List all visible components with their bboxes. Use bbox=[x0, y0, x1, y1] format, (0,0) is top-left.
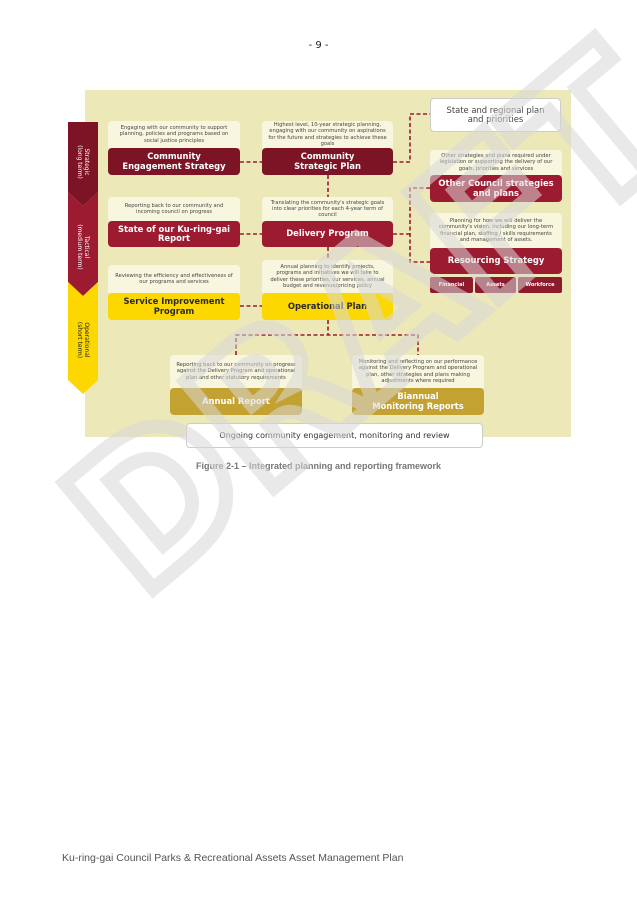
resourcing-description: Planning for how we will deliver the com… bbox=[430, 213, 562, 248]
resourcing-financial: Financial bbox=[430, 277, 473, 293]
page-footer: Ku-ring-gai Council Parks & Recreational… bbox=[62, 852, 404, 864]
resourcing-title: Resourcing Strategy bbox=[430, 248, 562, 274]
sip-title: Service Improvement Program bbox=[108, 293, 240, 320]
resourcing-assets: Assets bbox=[475, 277, 516, 293]
ces-title: Community Engagement Strategy bbox=[108, 148, 240, 175]
other-strategies-title: Other Council strategies and plans bbox=[430, 175, 562, 202]
delivery-title: Delivery Program bbox=[262, 221, 393, 247]
sokrg-title: State of our Ku-ring-gai Report bbox=[108, 221, 240, 247]
delivery-description: Translating the community's strategic go… bbox=[262, 197, 393, 221]
state-regional-plan: State and regional plan and priorities bbox=[430, 98, 561, 132]
op-title: Operational Plan bbox=[262, 293, 393, 320]
csp-title: Community Strategic Plan bbox=[262, 148, 393, 175]
band-strategic bbox=[68, 122, 98, 206]
page-number: - 9 - bbox=[308, 40, 329, 51]
ongoing-engagement-bar: Ongoing community engagement, monitoring… bbox=[186, 423, 483, 448]
ces-description: Engaging with our community to support p… bbox=[108, 121, 240, 148]
connector bbox=[235, 334, 419, 355]
op-description: Annual planning to identify projects, pr… bbox=[262, 260, 393, 293]
other-strategies-description: Other strategies and plans required unde… bbox=[430, 150, 562, 175]
annual-title: Annual Report bbox=[170, 388, 302, 415]
sokrg-description: Reporting back to our community and inco… bbox=[108, 197, 240, 221]
connector bbox=[393, 113, 430, 163]
biannual-description: Monitoring and reflecting on our perform… bbox=[352, 355, 484, 388]
band-tactical bbox=[68, 192, 98, 296]
connector bbox=[409, 187, 430, 263]
timeframe-bands bbox=[68, 122, 98, 394]
sip-description: Reviewing the efficiency and effectivene… bbox=[108, 265, 240, 293]
figure-caption: Figure 2-1 – Integrated planning and rep… bbox=[195, 461, 442, 471]
annual-description: Reporting back to our community on progr… bbox=[170, 355, 302, 388]
biannual-title: Biannual Monitoring Reports bbox=[352, 388, 484, 415]
csp-description: Highest level, 10-year strategic plannin… bbox=[262, 121, 393, 148]
resourcing-workforce: Workforce bbox=[518, 277, 562, 293]
band-operational bbox=[68, 282, 98, 394]
